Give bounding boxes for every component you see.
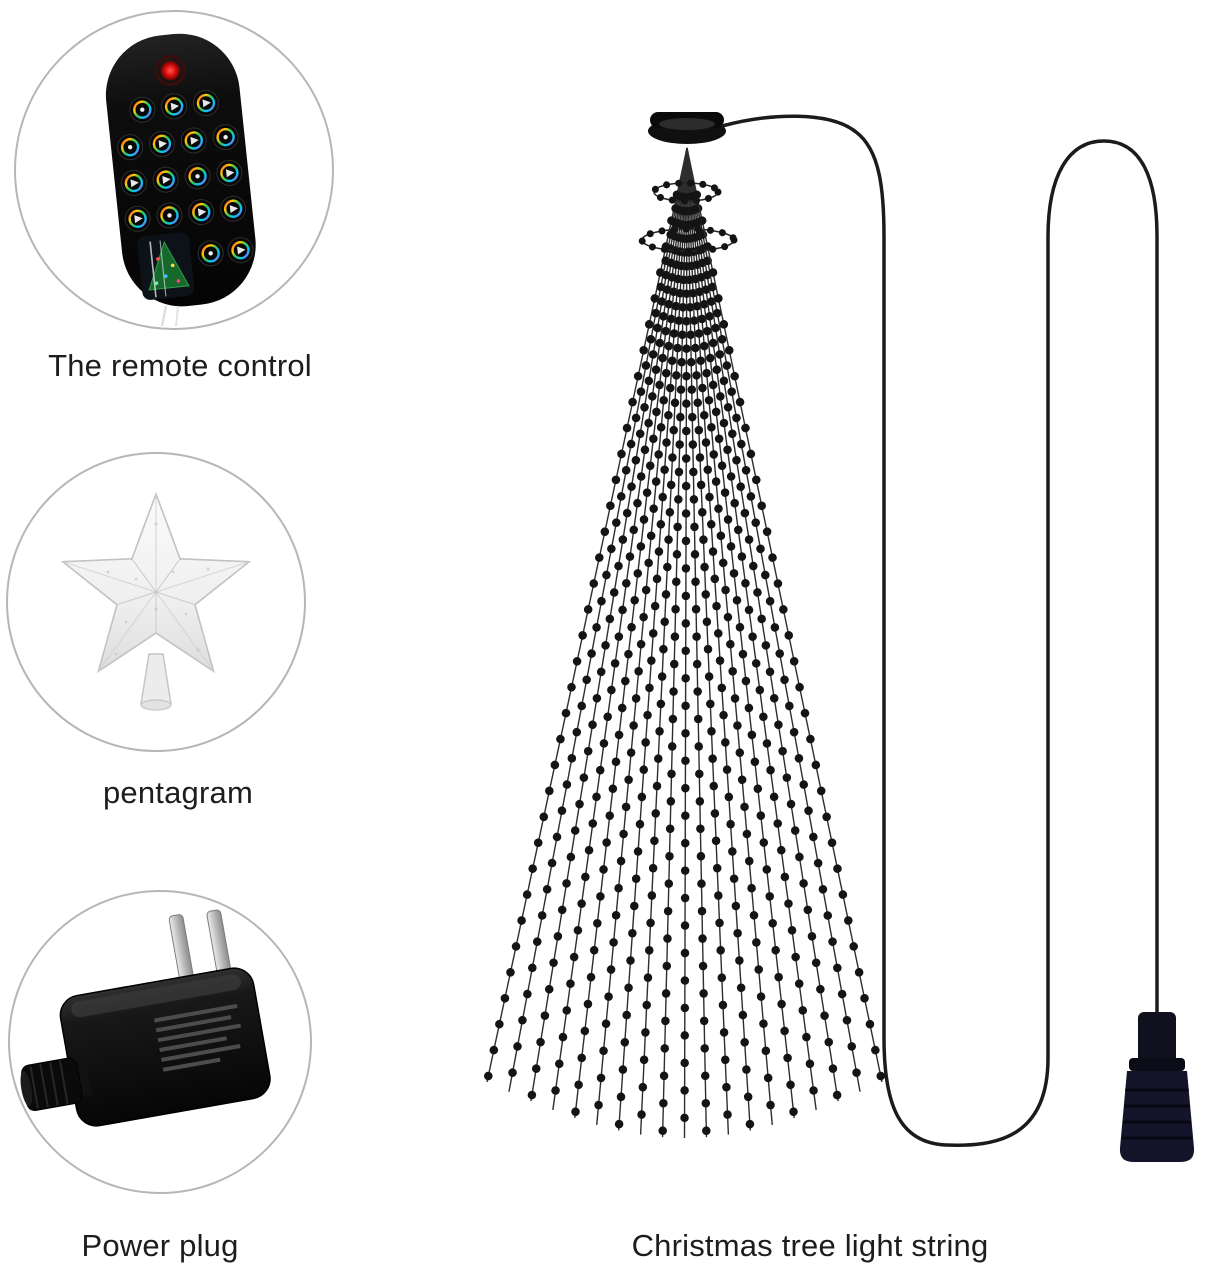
tree-topper-connector bbox=[648, 112, 726, 144]
power-plug-photo-circle bbox=[8, 890, 312, 1194]
adapter-label-text bbox=[154, 1003, 241, 1072]
light-string-label: Christmas tree light string bbox=[631, 1228, 989, 1263]
remote-buttons bbox=[117, 90, 254, 267]
star-base bbox=[140, 653, 172, 711]
remote-tree-preview bbox=[137, 232, 195, 300]
plug-prong bbox=[168, 914, 195, 986]
barrel-connector bbox=[20, 1057, 93, 1111]
power-cord bbox=[721, 114, 1159, 1147]
light-strings bbox=[482, 147, 887, 1143]
power-adapter-icon bbox=[20, 909, 271, 1127]
string-connector-plug-icon bbox=[1119, 1012, 1195, 1162]
pentagram-label: pentagram bbox=[102, 775, 253, 810]
remote-power-button bbox=[154, 55, 186, 87]
pentagram-photo-circle bbox=[6, 452, 306, 752]
power-plug-label: Power plug bbox=[81, 1228, 239, 1263]
string-gather-rings bbox=[638, 179, 738, 255]
star-topper-icon bbox=[60, 491, 252, 711]
remote-control-label: The remote control bbox=[48, 348, 312, 383]
remote-control-photo-circle bbox=[14, 10, 334, 330]
remote-control-icon bbox=[105, 33, 256, 327]
star-glitter bbox=[106, 522, 210, 656]
star-facets bbox=[62, 494, 250, 672]
